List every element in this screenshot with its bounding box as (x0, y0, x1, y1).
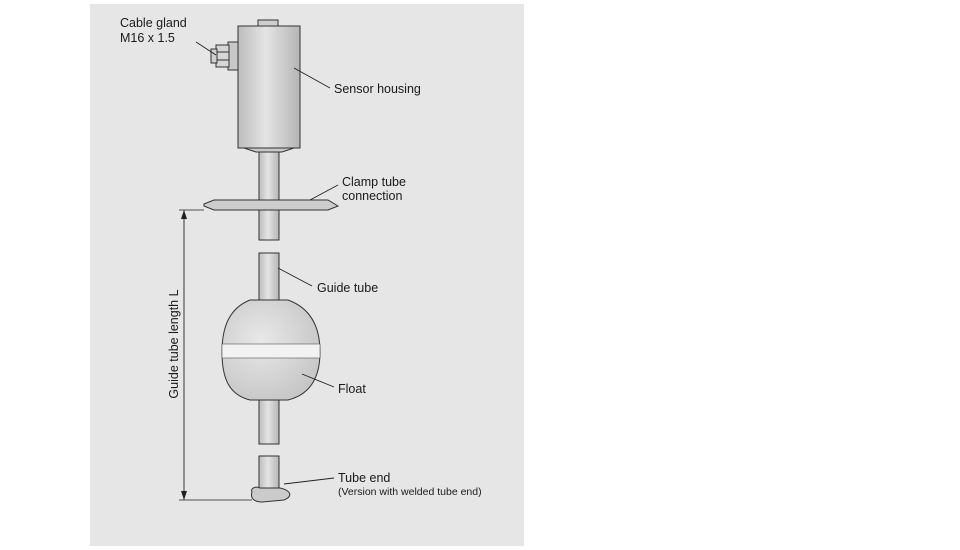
leader-float (301, 373, 335, 388)
label-cable-gland-size: M16 x 1.5 (120, 31, 175, 45)
leader-cable-gland (195, 41, 217, 56)
label-float: Float (338, 382, 366, 396)
label-cable-gland: Cable gland (120, 16, 187, 30)
guide-tube-segment-1 (258, 209, 280, 241)
sensor-housing (237, 25, 301, 149)
leader-tube-end (283, 477, 335, 485)
tube-end (251, 486, 291, 503)
leader-sensor-housing (293, 67, 331, 89)
housing-cap (257, 19, 279, 27)
label-tube-end-note: (Version with welded tube end) (338, 486, 482, 498)
float (221, 299, 321, 401)
label-guide-tube-length: Guide tube length L (167, 289, 181, 398)
label-clamp-connection: connection (342, 189, 403, 203)
diagram-panel (90, 4, 524, 546)
housing-neck (243, 147, 295, 153)
guide-tube-segment-3 (258, 399, 280, 445)
label-guide-tube: Guide tube (317, 281, 378, 295)
upper-tube (258, 151, 280, 201)
clamp-flange (203, 199, 340, 211)
cable-gland (210, 41, 239, 71)
leader-clamp (309, 184, 339, 201)
guide-tube-segment-2 (258, 252, 280, 302)
label-clamp-tube: Clamp tube (342, 175, 406, 189)
guide-tube-segment-4 (258, 455, 280, 491)
label-tube-end: Tube end (338, 471, 390, 485)
label-sensor-housing: Sensor housing (334, 82, 421, 96)
dimension-line (179, 209, 252, 501)
leader-guide-tube (277, 267, 313, 287)
